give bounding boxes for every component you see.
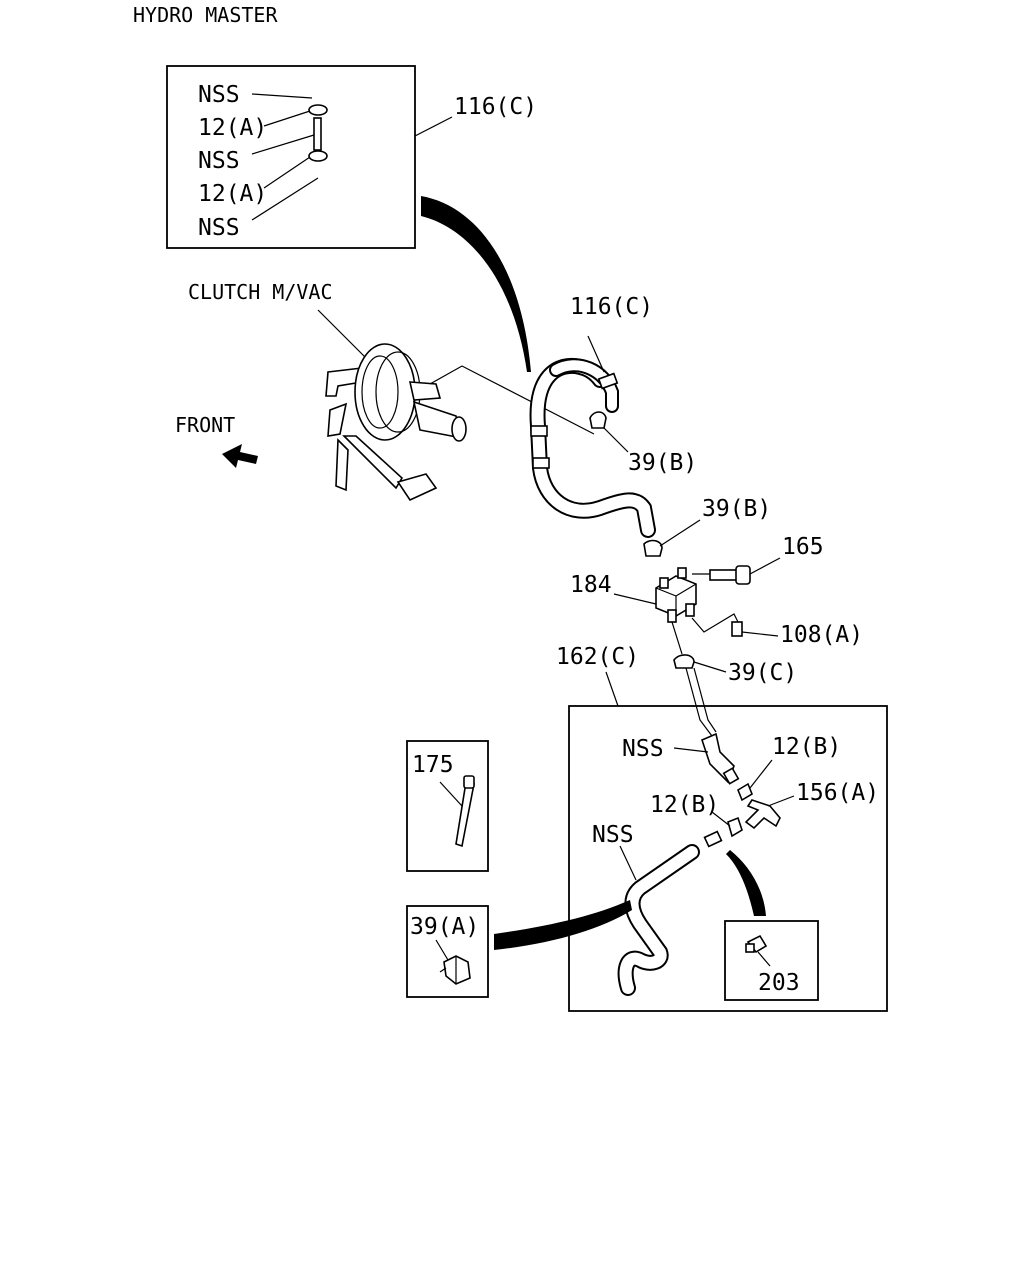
clutch-label: CLUTCH M/VAC xyxy=(188,280,333,304)
inset-175-frame xyxy=(406,740,489,872)
front-label: FRONT xyxy=(175,413,235,437)
inset-label-nss-3: NSS xyxy=(198,215,240,241)
front-arrow-icon xyxy=(222,444,258,468)
inset-162c-frame xyxy=(568,705,888,1012)
clip-39b-lower: 39(B) xyxy=(643,496,771,557)
inset-203-pointer xyxy=(726,850,766,916)
callout-clip-39b-upper: 39(B) xyxy=(628,450,697,476)
inset-clamp-ring-lower xyxy=(308,150,328,162)
inset-label-203: 203 xyxy=(758,970,800,996)
inset-39a-frame xyxy=(406,905,489,998)
inset-39a-pointer xyxy=(494,900,632,950)
inset-elbow-nss xyxy=(701,732,735,784)
inset-175: 175 xyxy=(406,740,489,872)
inset-label-nss-2: NSS xyxy=(198,148,240,174)
inset-203-frame xyxy=(724,920,819,1001)
callout-ref-162c: 162(C) xyxy=(556,644,639,670)
inset-label-39a: 39(A) xyxy=(410,914,479,940)
inset-label-nss-upper: NSS xyxy=(622,736,664,762)
inset-label-12b-lower: 12(B) xyxy=(650,792,719,818)
inset-label-nss-lower: NSS xyxy=(592,822,634,848)
inset-label-175: 175 xyxy=(412,752,454,778)
inset-116c: NSS 12(A) NSS 12(A) NSS 116(C) xyxy=(166,65,537,249)
hose-116c: 116(C) xyxy=(529,294,656,538)
callout-bolt-165: 165 xyxy=(782,534,824,560)
clutch-pedal-pad xyxy=(396,473,438,502)
inset-ref-116c: 116(C) xyxy=(454,94,537,120)
diagram-title: HYDRO MASTER xyxy=(133,3,278,27)
clip-39b-upper: 39(B) xyxy=(589,411,697,476)
fitting-108a: 108(A) xyxy=(691,613,863,648)
clutch-body xyxy=(354,343,416,441)
inset-label-12a-2: 12(A) xyxy=(198,181,267,207)
inset-175-tie-strap xyxy=(455,781,475,848)
callout-block-184: 184 xyxy=(570,572,612,598)
inset-label-nss-1: NSS xyxy=(198,82,240,108)
hose-joint-lower xyxy=(532,457,550,469)
callout-clip-39b-lower: 39(B) xyxy=(702,496,771,522)
inset-39a-clip xyxy=(443,955,471,985)
bolt-165: 165 xyxy=(692,534,824,585)
inset-label-12a-1: 12(A) xyxy=(198,115,267,141)
callout-fitting-108a: 108(A) xyxy=(780,622,863,648)
inset-tee-156a xyxy=(744,799,781,830)
inset-39a: 39(A) xyxy=(406,905,489,998)
inset-label-12b-upper: 12(B) xyxy=(772,734,841,760)
inset-116c-frame xyxy=(166,65,416,249)
clutch-master-vac: CLUTCH M/VAC xyxy=(188,280,595,502)
inset-116c-pointer xyxy=(421,196,531,372)
inset-label-156a: 156(A) xyxy=(796,780,879,806)
inset-clamp-ring-upper xyxy=(308,104,328,116)
callout-hose-116c: 116(C) xyxy=(570,294,653,320)
hose-joint-upper xyxy=(530,425,548,437)
clip-39c: 39(C) xyxy=(673,654,797,686)
inset-162c: NSS 12(B) 156(A) 12(B) NSS 203 xyxy=(568,705,888,1012)
callout-clip-39c: 39(C) xyxy=(728,660,797,686)
inset-pipe xyxy=(313,117,322,151)
clutch-pedal-arm xyxy=(342,435,404,490)
block-184: 184 xyxy=(570,567,697,623)
